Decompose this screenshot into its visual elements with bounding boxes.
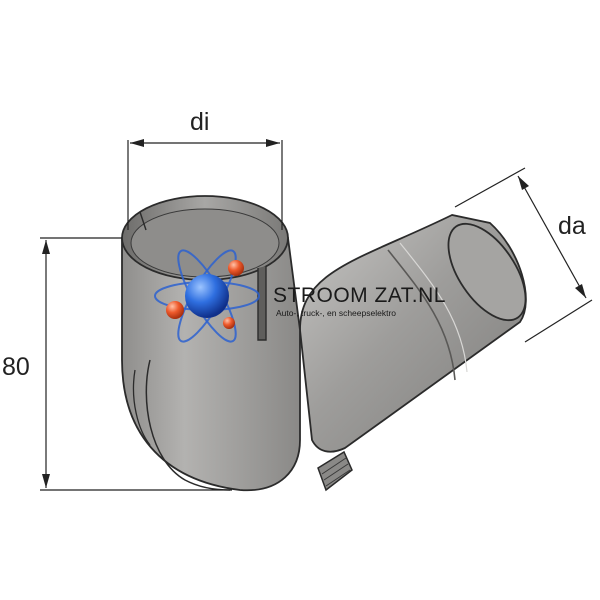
- watermark-tagline: Auto-, truck-, en scheepselektro: [276, 308, 396, 318]
- dimension-da: da: [454, 167, 593, 343]
- outlet-tube-end: [447, 222, 527, 322]
- atom-logo-icon: [154, 249, 260, 343]
- threaded-stud: [317, 450, 353, 492]
- watermark: STROOM ZAT.NL Auto-, truck-, en scheepse…: [154, 249, 446, 343]
- elbow-fitting: [121, 195, 527, 492]
- dimension-height-label: 80: [2, 353, 30, 381]
- dimension-di: di: [127, 108, 283, 230]
- dimension-height: 80: [2, 237, 232, 491]
- dimension-di-label: di: [190, 108, 209, 136]
- watermark-brand: STROOM ZAT.NL: [273, 284, 446, 307]
- socket-slot: [257, 266, 267, 341]
- dimension-da-label: da: [558, 212, 586, 240]
